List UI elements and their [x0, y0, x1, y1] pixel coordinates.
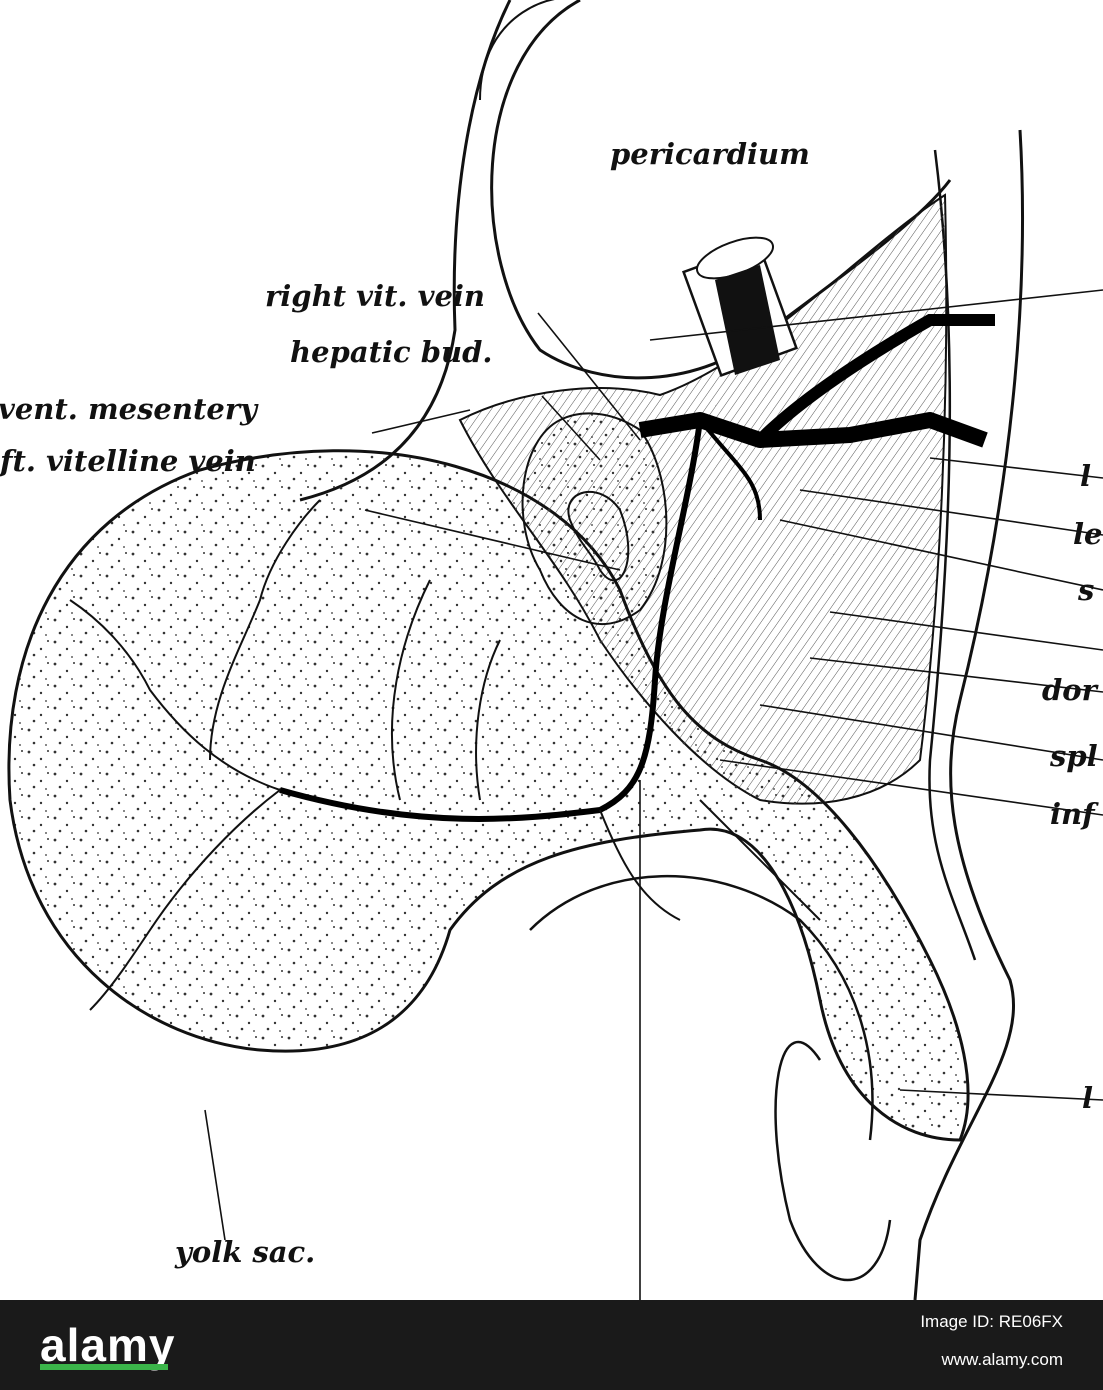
body-outline-right: [913, 129, 1024, 1300]
label-right-cut-5: spl: [1050, 739, 1098, 773]
site-url[interactable]: www.alamy.com: [941, 1350, 1063, 1369]
anatomy-drawing: [7, 0, 1103, 1300]
image-id: Image ID: RE06FX: [920, 1312, 1063, 1331]
label-right-cut-7: l: [1082, 1081, 1094, 1115]
label-pericardium: pericardium: [610, 137, 810, 171]
label-yolk-sac: yolk sac.: [175, 1235, 316, 1269]
leader-lines: [204, 289, 1103, 1300]
diagram-canvas: pericardium right vit. vein hepatic bud.…: [0, 0, 1103, 1300]
watermark-footer: alamy Image ID: RE06FX www.alamy.com: [0, 1300, 1103, 1390]
pericardium-cavity: [479, 0, 580, 101]
label-vent-mesentery: vent. mesentery: [0, 392, 257, 426]
yolk-sac-outline: [7, 449, 970, 1142]
aorta-shading: [715, 265, 780, 375]
vitelline-vein-descending: [279, 419, 703, 822]
hepatic-bud-outline: [521, 412, 668, 626]
label-right-cut-3: s: [1078, 573, 1095, 607]
vitelline-vein-main: [638, 412, 988, 448]
label-right-cut-4: dor: [1042, 673, 1097, 707]
tail-curve: [774, 1040, 892, 1282]
label-right-cut-1: l: [1080, 459, 1092, 493]
vitelline-vein-upper: [755, 314, 995, 445]
yolk-sac-vessels: [69, 499, 821, 1011]
label-right-vit-vein: right vit. vein: [265, 279, 486, 313]
brand-underline-icon: [40, 1364, 168, 1370]
yolk-sac-lower-curve: [529, 875, 874, 1141]
label-right-cut-2: le: [1073, 517, 1103, 551]
label-left-vitelline-vein: ft. vitelline vein: [0, 444, 256, 478]
vitelline-vein-fork: [698, 418, 762, 521]
gut-loop: [567, 491, 630, 582]
body-outline-right-inner: [928, 149, 977, 961]
label-hepatic-bud: hepatic bud.: [290, 335, 493, 369]
label-right-cut-6: inf: [1050, 797, 1095, 831]
brand-logo[interactable]: alamy: [40, 1319, 176, 1371]
